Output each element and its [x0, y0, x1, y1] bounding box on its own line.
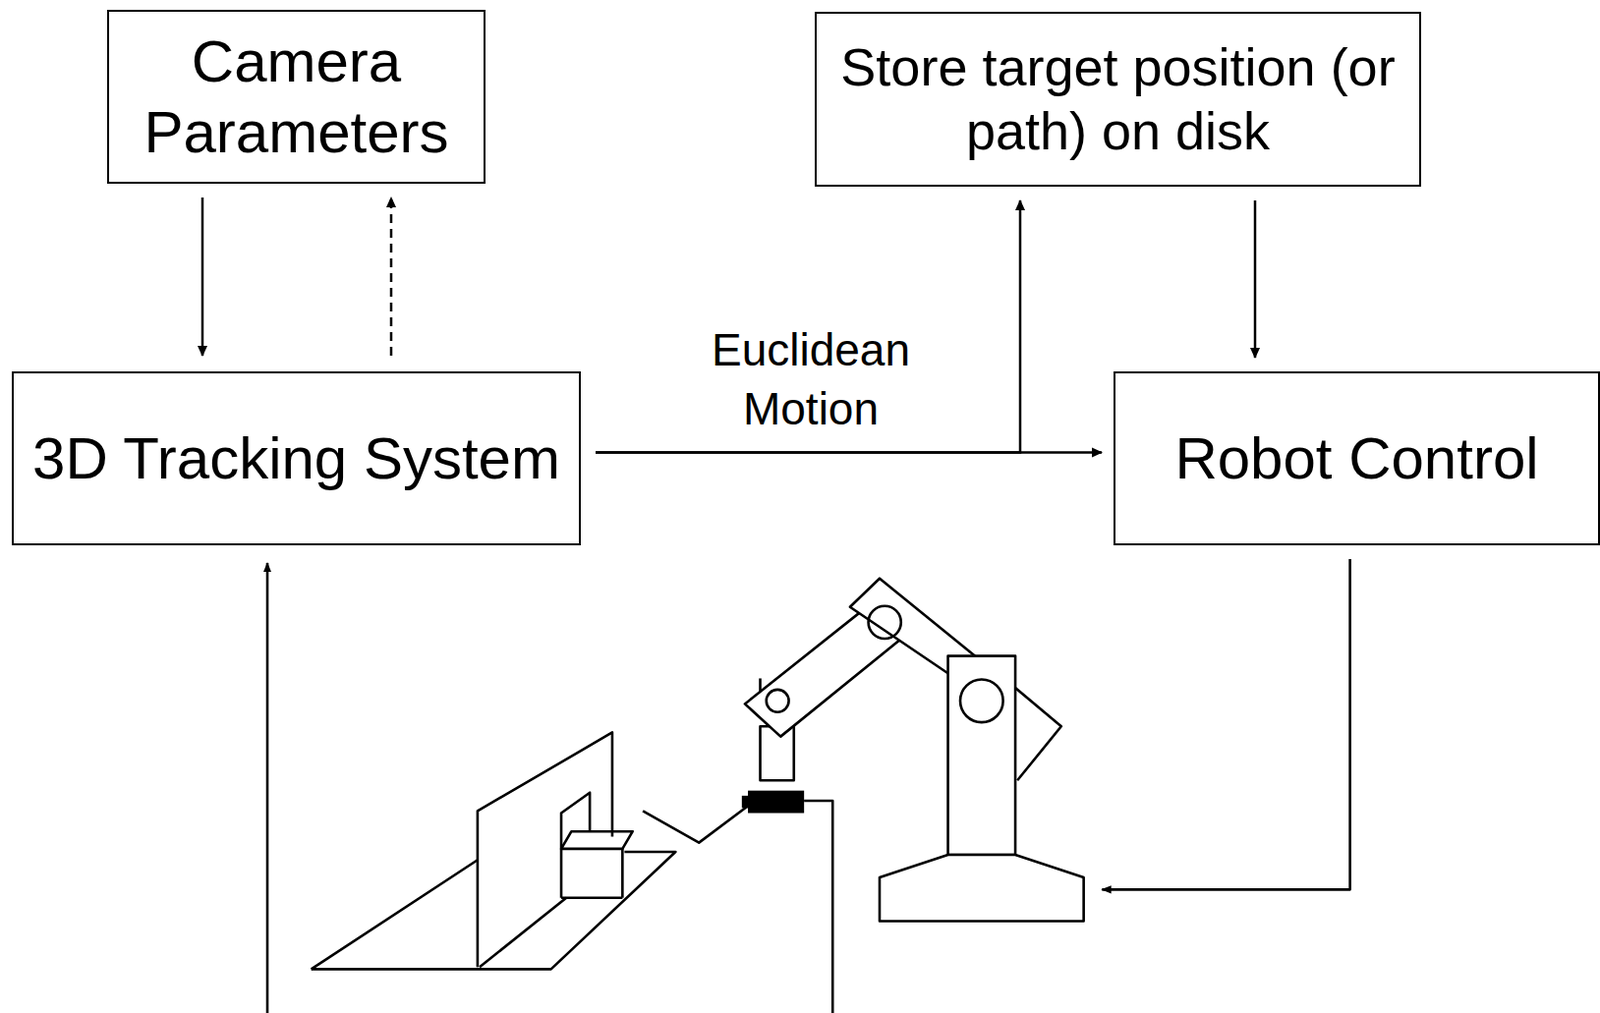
- feedback-arrow: [390, 197, 394, 356]
- box-text: Store target position (or path) on disk: [830, 35, 1406, 164]
- control-box: Robot Control: [1113, 371, 1600, 546]
- parameter-box: Camera Parameters: [107, 9, 486, 184]
- flow-arrow: [595, 200, 1021, 454]
- flow-arrow: [1254, 200, 1258, 358]
- box-text: Camera Parameters: [122, 26, 470, 169]
- storage-box: Store target position (or path) on disk: [814, 11, 1422, 187]
- tracking-box: 3D Tracking System: [11, 371, 581, 546]
- edge-label: Euclidean Motion: [683, 321, 939, 440]
- box-text: Robot Control: [1174, 423, 1539, 495]
- box-text: 3D Tracking System: [32, 423, 561, 495]
- flow-arrow: [201, 197, 205, 356]
